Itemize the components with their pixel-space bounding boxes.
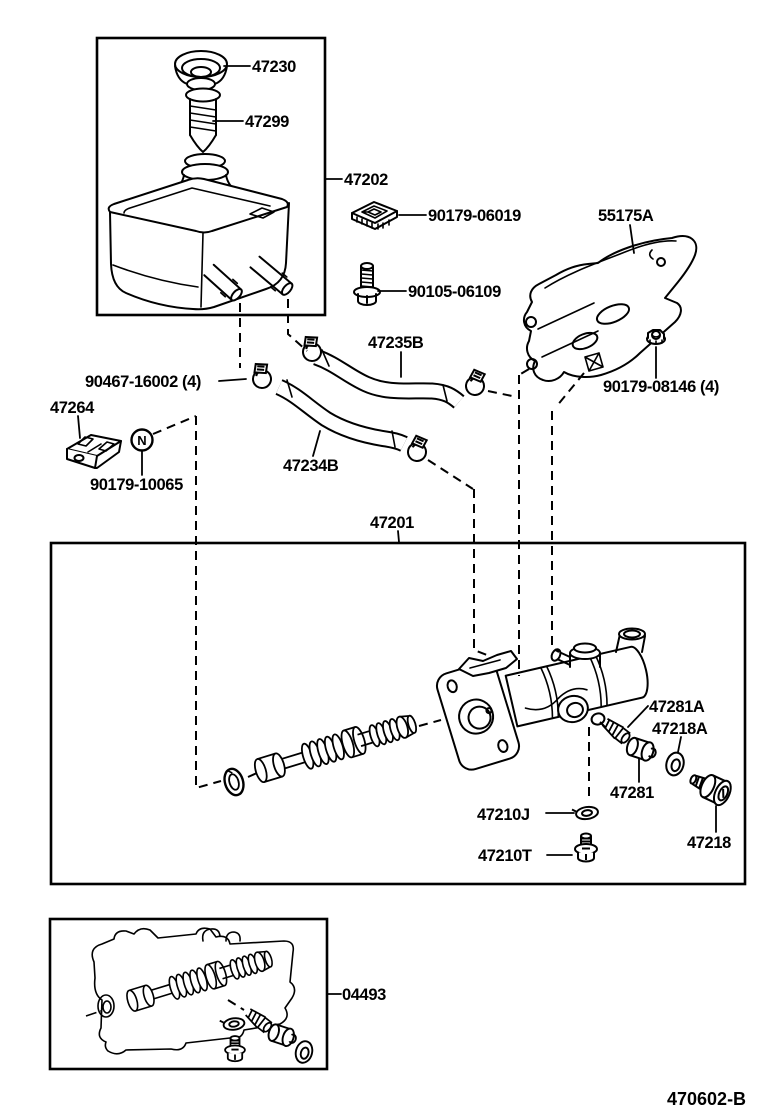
snap-ring-drawing	[220, 765, 248, 799]
part-label-47281[interactable]: 47281	[610, 784, 655, 802]
part-label-04493[interactable]: 04493	[342, 986, 387, 1004]
part-label-47299[interactable]: 47299	[245, 113, 290, 131]
part-label-55175A[interactable]: 55175A	[598, 207, 654, 225]
part-label-47201[interactable]: 47201	[370, 514, 415, 532]
bracket-bolt-drawing	[353, 262, 381, 306]
grommet-nut-drawing	[351, 201, 398, 230]
part-label-47218[interactable]: 47218	[687, 834, 732, 852]
piston-assembly-drawing	[251, 709, 421, 787]
repair-kit-plug-drawing	[265, 1021, 300, 1050]
socket-bolt-drawing	[684, 765, 736, 809]
part-label-90179-10065[interactable]: 90179-10065	[90, 476, 183, 494]
part-label-47230[interactable]: 47230	[252, 58, 297, 76]
reservoir-mount-tab-drawing	[458, 650, 518, 677]
ring-gasket-drawing	[662, 749, 688, 779]
flange-plate-drawing	[435, 661, 521, 771]
outlet-plug-drawing	[623, 734, 660, 765]
outlet-bolt-drawing	[574, 832, 598, 863]
hose-clamp-icon	[248, 360, 274, 391]
part-label-47235B[interactable]: 47235B	[368, 334, 424, 352]
reservoir-tank-drawing	[107, 153, 294, 311]
bleeder-screw-drawing	[599, 715, 634, 747]
part-label-90179-08146[interactable]: 90179-08146 (4)	[603, 378, 719, 396]
repair-kit-box	[48, 917, 329, 1071]
part-label-47281A[interactable]: 47281A	[649, 698, 705, 716]
figure-code: 470602-B	[667, 1089, 746, 1109]
hose-clamp-icon	[405, 433, 430, 464]
filler-cap-drawing	[174, 50, 228, 91]
outlet-port-drawing	[557, 694, 606, 726]
mount-nut-drawing	[646, 329, 666, 345]
repair-kit-ring-drawing	[292, 1038, 316, 1066]
assembly-dashed-lines	[152, 299, 607, 1011]
reservoir-assembly-box	[95, 36, 327, 317]
master-cylinder-box	[49, 541, 747, 886]
part-label-47218A[interactable]: 47218A	[652, 720, 708, 738]
part-label-47264[interactable]: 47264	[50, 399, 96, 417]
center-line	[85, 1009, 105, 1017]
leader-lines	[77, 65, 717, 995]
repair-kit-bolt-drawing	[224, 1035, 246, 1063]
nut-marker-letter: N	[137, 433, 146, 448]
nut-marker: N	[130, 428, 154, 452]
part-label-90105-06109[interactable]: 90105-06109	[408, 283, 501, 301]
hose-clamp-icon	[463, 367, 488, 398]
hose1-drawing	[275, 379, 408, 452]
part-label-47202[interactable]: 47202	[344, 171, 389, 189]
part-label-90179-06019[interactable]: 90179-06019	[428, 207, 521, 225]
part-label-47210J[interactable]: 47210J	[477, 806, 530, 824]
strainer-drawing	[185, 87, 221, 153]
reservoir-bracket-drawing	[66, 434, 122, 469]
mounting-bracket-drawing	[522, 235, 698, 382]
flat-gasket-drawing	[571, 804, 600, 822]
hose2-drawing	[312, 348, 465, 409]
hose-clamp-icon	[298, 333, 324, 364]
part-label-47210T[interactable]: 47210T	[478, 847, 532, 865]
part-label-47234B[interactable]: 47234B	[283, 457, 339, 475]
part-label-90467-16002[interactable]: 90467-16002 (4)	[85, 373, 201, 391]
cylinder-body-drawing	[504, 627, 649, 728]
